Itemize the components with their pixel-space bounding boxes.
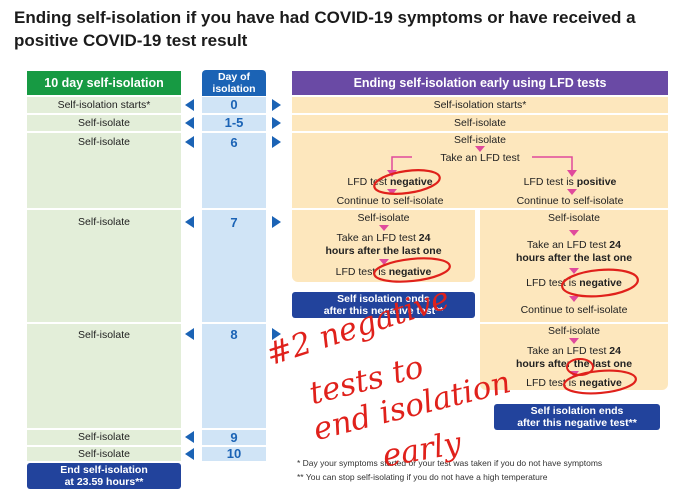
arrow-right-4 (272, 328, 281, 340)
pink-arrow-l1 (387, 189, 397, 195)
left-ends-line-1: Self isolation ends (337, 293, 430, 305)
right-row-isolate-2: Self-isolate (454, 134, 506, 146)
right-branch-day7 (480, 210, 668, 322)
arrow-left-0 (185, 99, 194, 111)
pink-arrow-l3 (379, 259, 389, 265)
left-end-box: End self-isolation at 23.59 hours** (27, 463, 181, 489)
arrow-left-4 (185, 328, 194, 340)
right-take-24-b: 24 (609, 239, 621, 251)
r-neg2-word: negative (579, 277, 622, 289)
r-neg2-mid: is (568, 277, 577, 289)
right-row-isolate-1: Self-isolate (292, 115, 668, 131)
take-test-label: Take an LFD test (440, 152, 520, 164)
left-branch-day7 (292, 210, 475, 282)
right-d8-take-b: 24 (609, 345, 621, 357)
right-branch-self-isolate: Self-isolate (548, 212, 600, 224)
l-neg2-prefix: LFD test (335, 266, 376, 278)
left-header: 10 day self-isolation (27, 71, 181, 95)
pink-arrow-r2 (569, 230, 579, 236)
right-d8-take-c: hours after the last one (515, 358, 633, 370)
right-continue-2: Continue to self-isolate (520, 304, 628, 316)
r-d8-neg-prefix: LFD test (526, 377, 566, 389)
lfd-neg-prefix: LFD test (347, 176, 388, 188)
right-ends-line-2: after this negative test** (517, 417, 637, 429)
left-end-line-1: End self-isolation (60, 464, 148, 476)
lfd-negative-1: LFD test negative (320, 176, 460, 189)
day-9: 9 (202, 430, 266, 445)
left-row-1: Self-isolate (27, 115, 181, 131)
right-d8-take-a: Take an LFD test (527, 345, 607, 357)
right-take-24-a: Take an LFD test (527, 239, 607, 251)
left-ends-line-2: after this negative test** (323, 305, 444, 317)
left-branch-self-isolate: Self-isolate (357, 212, 410, 224)
right-day8-self-isolate: Self-isolate (548, 325, 600, 337)
footnote-2: ** You can stop self-isolating if you do… (297, 472, 548, 482)
left-lfd-negative-2: LFD test is negative (292, 266, 475, 279)
r-neg2-prefix: LFD test (526, 277, 566, 289)
pink-arrow-r5 (569, 338, 579, 344)
arrow-left-5 (185, 431, 194, 443)
right-day6-block (292, 133, 668, 208)
right-take-24-c: hours after the last one (515, 252, 633, 264)
left-row-3: Self-isolate (27, 210, 181, 322)
pink-arrow-r4 (569, 296, 579, 302)
continue-right: Continue to self-isolate (516, 195, 624, 207)
right-ends-line-1: Self isolation ends (530, 405, 624, 417)
pink-arrow-r3 (569, 268, 579, 274)
left-row-6: Self-isolate (27, 447, 181, 461)
left-row-4: Self-isolate (27, 324, 181, 428)
left-take-24: Take an LFD test 24 hours after the last… (292, 232, 475, 258)
arrow-left-6 (185, 448, 194, 460)
footnote-1: * Day your symptoms started or your test… (297, 458, 603, 468)
arrow-right-1 (272, 117, 281, 129)
pink-arrow-r1 (567, 189, 577, 195)
right-row-starts: Self-isolation starts* (292, 97, 668, 113)
left-row-0: Self-isolation starts* (27, 97, 181, 113)
lfd-pos-prefix: LFD test is (523, 176, 574, 188)
arrow-left-2 (185, 136, 194, 148)
right-lfd-negative-2: LFD test is negative (480, 277, 668, 290)
left-take-24-a: Take an LFD test (336, 232, 416, 244)
r-d8-neg-word: negative (579, 377, 622, 389)
mid-header: Day of isolation (202, 70, 266, 96)
left-take-24-b: 24 (418, 232, 431, 244)
r-d8-neg-mid: is (568, 377, 577, 389)
lfd-positive: LFD test is positive (490, 176, 650, 189)
right-take-24: Take an LFD test 24 hours after the last… (480, 239, 668, 265)
right-day8-negative: LFD test is negative (480, 377, 668, 390)
continue-left: Continue to self-isolate (336, 195, 444, 207)
handwritten-note: #2 negative tests to end isolation early (262, 280, 522, 474)
mid-header-line-1: Day of (217, 71, 251, 83)
right-ends-box: Self isolation ends after this negative … (494, 404, 660, 430)
pink-arrow-l2 (379, 225, 389, 231)
pink-arrow-take (475, 146, 485, 152)
day-10: 10 (202, 447, 266, 461)
arrow-right-2 (272, 136, 281, 148)
l-neg2-word: negative (388, 266, 432, 278)
mid-header-line-2: isolation (212, 83, 256, 95)
day-7: 7 (202, 210, 266, 322)
right-day8-take-24: Take an LFD test 24 hours after the last… (480, 345, 668, 371)
l-neg2-mid: is (378, 266, 386, 278)
right-header: Ending self-isolation early using LFD te… (292, 71, 668, 95)
day-6: 6 (202, 133, 266, 208)
day-1-5: 1-5 (202, 115, 266, 131)
left-ends-box: Self isolation ends after this negative … (292, 292, 475, 318)
lfd-neg-word: negative (390, 176, 433, 188)
left-take-24-c: hours after the last one (325, 245, 442, 257)
left-row-2: Self-isolate (27, 133, 181, 208)
arrow-right-0 (272, 99, 281, 111)
arrow-right-3 (272, 216, 281, 228)
left-end-line-2: at 23.59 hours** (64, 476, 144, 488)
arrow-left-1 (185, 117, 194, 129)
day-0: 0 (202, 97, 266, 113)
left-row-5: Self-isolate (27, 430, 181, 445)
page-title: Ending self-isolation if you have had CO… (14, 8, 636, 50)
lfd-pos-word: positive (576, 176, 617, 188)
arrow-left-3 (185, 216, 194, 228)
day-8: 8 (202, 324, 266, 428)
